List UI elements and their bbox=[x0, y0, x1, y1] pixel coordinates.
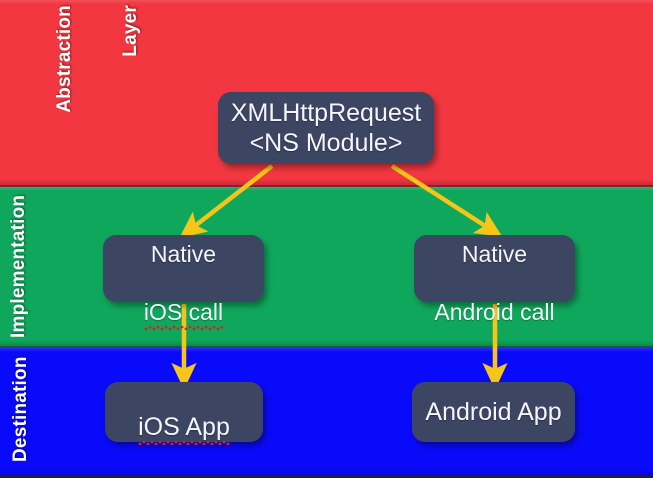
band-label-implementation: Implementation bbox=[8, 194, 29, 338]
node-native-ios-call-label: Native iOS call bbox=[138, 211, 229, 330]
band-label-abstraction-line1: Abstraction bbox=[54, 5, 75, 113]
node-ios-app[interactable]: iOS App bbox=[105, 382, 263, 445]
node-ios-app-label: iOS App bbox=[132, 382, 236, 445]
node-xmlhttprequest-label: XMLHttpRequest <NS Module> bbox=[230, 99, 422, 157]
node-ios-app-text: iOS App bbox=[138, 413, 230, 445]
node-native-android-call[interactable]: Native Android call bbox=[414, 235, 575, 325]
node-native-android-call-line1: Native bbox=[461, 240, 528, 267]
node-android-app-label: Android App bbox=[425, 398, 562, 426]
node-native-ios-call-line1: Native bbox=[150, 240, 217, 267]
node-native-android-call-line2: Android call bbox=[434, 298, 555, 325]
node-android-app[interactable]: Android App bbox=[412, 382, 575, 442]
node-native-ios-call[interactable]: Native iOS call bbox=[103, 235, 264, 330]
node-native-ios-call-line2: iOS call bbox=[143, 298, 224, 330]
node-native-android-call-label: Native Android call bbox=[428, 211, 560, 327]
band-label-destination: Destination bbox=[10, 356, 31, 462]
band-label-abstraction-layer: Abstraction Layer bbox=[10, 5, 186, 175]
node-xmlhttprequest[interactable]: XMLHttpRequest <NS Module> bbox=[218, 92, 434, 164]
band-label-abstraction-line2: Layer bbox=[120, 5, 141, 57]
